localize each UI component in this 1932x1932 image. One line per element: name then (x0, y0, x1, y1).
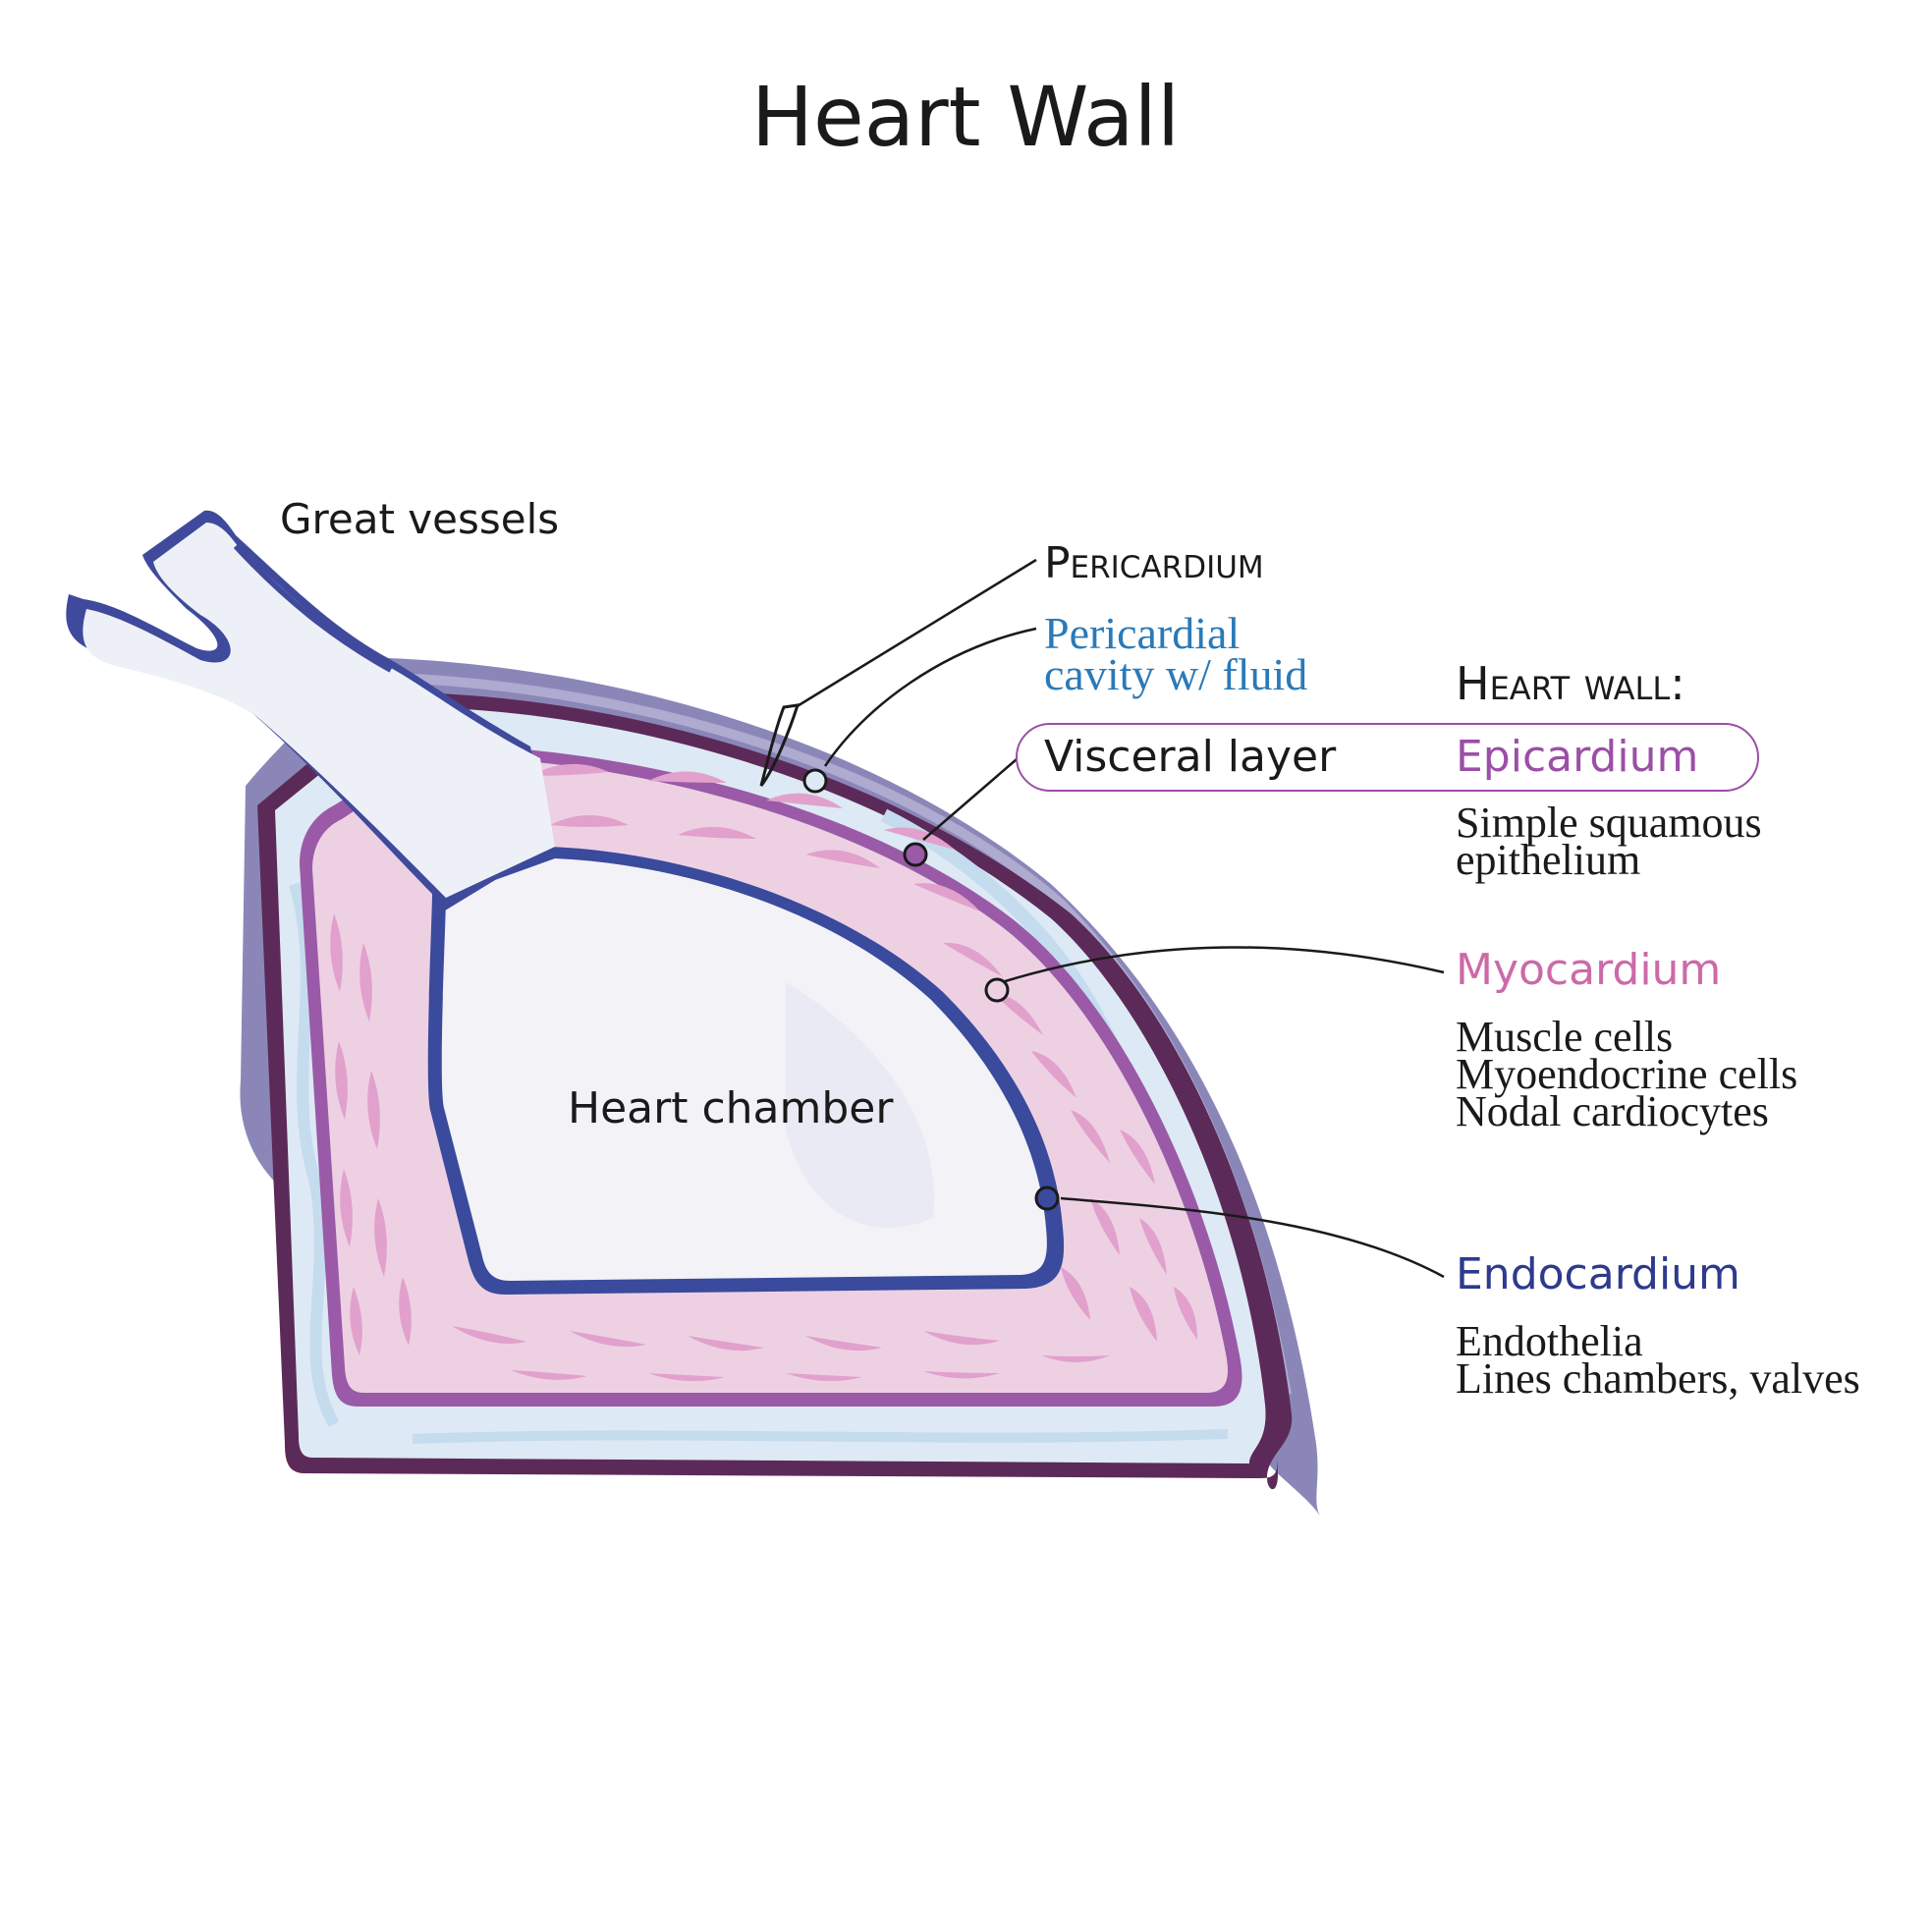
leader-lines (759, 558, 1759, 1279)
chamber-highlight (786, 982, 935, 1228)
label-heart-chamber: Heart chamber (568, 1083, 894, 1133)
myocardium-detail-3: Nodal cardiocytes (1456, 1087, 1769, 1135)
label-epicardium: Epicardium (1456, 732, 1698, 782)
label-pericardium: Pericardium (1044, 538, 1264, 588)
cavity-swirl-1 (289, 882, 340, 1427)
leader-markers (802, 768, 1060, 1211)
epicardium-detail-1: Simple squamous (1456, 799, 1762, 847)
diagram-title: Heart Wall (751, 69, 1180, 165)
epicardium-detail-2: epithelium (1456, 836, 1640, 884)
label-pericardial-cavity-line2: cavity w/ fluid (1044, 649, 1307, 699)
endocardium-detail-2: Lines chambers, valves (1456, 1354, 1860, 1403)
great-vessels-body (83, 523, 556, 898)
cavity-swirl-3 (412, 1429, 1229, 1444)
heart-illustration (66, 510, 1321, 1518)
heart-wall-heading: Heart wall: (1456, 657, 1685, 710)
label-great-vessels: Great vessels (280, 495, 559, 543)
label-endocardium: Endocardium (1456, 1249, 1740, 1299)
myocardium-detail-1: Muscle cells (1456, 1013, 1673, 1061)
label-myocardium: Myocardium (1456, 945, 1721, 995)
endocardium-detail-1: Endothelia (1456, 1317, 1643, 1365)
label-pericardial-cavity-line1: Pericardial (1044, 608, 1240, 658)
label-visceral-layer: Visceral layer (1044, 732, 1337, 782)
vessel-outer-wall (233, 543, 393, 673)
myocardium-detail-2: Myoendocrine cells (1456, 1050, 1797, 1098)
